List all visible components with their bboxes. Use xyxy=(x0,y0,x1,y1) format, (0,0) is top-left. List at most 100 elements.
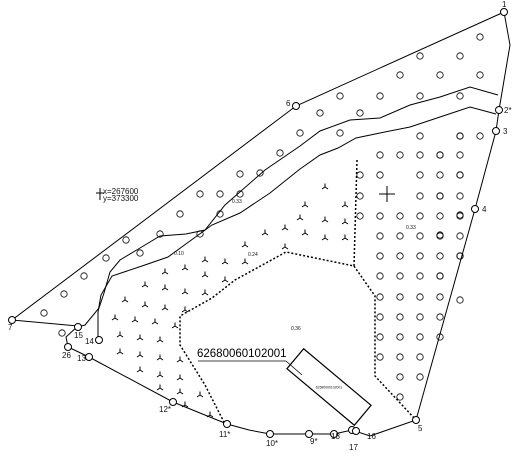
tree-symbol xyxy=(236,170,244,178)
young-tree-symbol xyxy=(301,229,309,236)
tree-symbol xyxy=(456,92,464,100)
young-tree-symbol xyxy=(241,241,249,248)
tree-symbol xyxy=(196,190,204,198)
boundary-point-label: 9* xyxy=(310,437,318,446)
young-trees xyxy=(111,183,349,418)
tree-symbol xyxy=(416,232,424,240)
young-tree-symbol xyxy=(221,276,229,283)
tree-symbol xyxy=(216,190,224,198)
area-label-left: 0.33 xyxy=(232,199,242,205)
tree-symbol xyxy=(436,171,444,179)
boundary-point-label: 1 xyxy=(502,0,507,9)
young-tree-symbol xyxy=(156,336,164,343)
tree-symbol xyxy=(58,329,66,337)
boundary-point-label: 16 xyxy=(367,432,376,441)
young-tree-symbol xyxy=(111,314,119,321)
tree-symbol xyxy=(396,71,404,79)
young-tree-symbol xyxy=(341,218,349,225)
tree-symbol xyxy=(376,92,384,100)
young-tree-symbol xyxy=(136,334,144,341)
tree-symbol xyxy=(416,333,424,341)
young-tree-symbol xyxy=(196,391,204,398)
cadastral-number: 62680060102001 xyxy=(197,348,287,360)
tree-symbol xyxy=(136,249,144,257)
tree-symbol xyxy=(376,252,384,260)
parcel-outline xyxy=(10,11,511,437)
young-tree-symbol xyxy=(281,243,289,250)
tree-symbol xyxy=(456,132,464,140)
young-tree-symbol xyxy=(181,288,189,295)
tree-symbol xyxy=(80,272,88,280)
boundary-point-12* xyxy=(169,398,177,406)
young-tree-symbol xyxy=(161,304,169,311)
tree-symbol xyxy=(436,151,444,159)
area-label-center: 0.36 xyxy=(291,326,301,332)
tree-symbol xyxy=(336,92,344,100)
boundary-point-label: 2* xyxy=(504,106,512,115)
coord-x-label: x=267600 xyxy=(103,187,139,196)
boundary-point-label: 11* xyxy=(219,430,230,439)
boundary-point-16 xyxy=(352,427,360,435)
cadastral-leader-line-2 xyxy=(285,360,303,376)
boundary-point-label: 6 xyxy=(286,99,291,108)
young-tree-symbol xyxy=(321,216,329,223)
tree-symbol xyxy=(416,151,424,159)
orchard-left xyxy=(40,33,484,337)
building-outline xyxy=(286,347,372,427)
young-tree-symbol xyxy=(281,224,289,231)
young-tree-symbol xyxy=(176,388,184,395)
tree-symbol xyxy=(436,192,444,200)
tree-symbol xyxy=(122,236,130,244)
tree-symbol xyxy=(396,212,404,220)
young-tree-symbol xyxy=(116,331,124,338)
tree-symbol xyxy=(236,190,244,198)
tree-symbol xyxy=(276,149,284,157)
young-tree-symbol xyxy=(321,183,329,190)
tree-symbol xyxy=(356,192,364,200)
young-tree-symbol xyxy=(156,371,164,378)
boundary-point-label: 15 xyxy=(74,331,83,340)
boundary-point-18 xyxy=(330,430,338,438)
tree-symbol xyxy=(156,230,164,238)
young-tree-symbol xyxy=(176,374,184,381)
tree-symbol xyxy=(416,212,424,220)
young-tree-symbol xyxy=(321,234,329,241)
tree-symbol xyxy=(416,252,424,260)
young-tree-symbol xyxy=(301,201,309,208)
tree-symbol xyxy=(376,212,384,220)
young-tree-symbol xyxy=(201,256,209,263)
boundary-point-5 xyxy=(412,416,420,424)
tree-symbol xyxy=(436,272,444,280)
young-tree-symbol xyxy=(161,268,169,275)
tree-symbol xyxy=(396,313,404,321)
boundary-point-label: 12* xyxy=(159,405,171,414)
young-tree-symbol xyxy=(261,229,269,236)
young-tree-symbol xyxy=(221,258,229,265)
tree-symbol xyxy=(416,272,424,280)
tree-symbol xyxy=(416,353,424,361)
tree-symbol xyxy=(436,232,444,240)
young-tree-symbol xyxy=(201,289,209,296)
tree-symbol xyxy=(456,232,464,240)
tree-symbol xyxy=(396,272,404,280)
boundary-point-label: 7 xyxy=(8,323,13,332)
tree-symbol xyxy=(256,169,264,177)
tree-symbol xyxy=(456,252,464,260)
tree-symbol xyxy=(316,109,324,117)
tree-symbol xyxy=(436,212,444,220)
orchard-right xyxy=(356,132,484,401)
boundary-point-label: 14 xyxy=(85,337,94,346)
tree-symbol xyxy=(336,129,344,137)
boundary-point-10* xyxy=(266,430,274,438)
coordinate-cross-right xyxy=(379,186,395,202)
tree-symbol xyxy=(456,212,464,220)
boundary-point-2* xyxy=(495,106,503,114)
young-tree-symbol xyxy=(156,384,164,391)
tree-symbol xyxy=(416,52,424,60)
boundary-point-label: 4 xyxy=(482,205,487,214)
tree-symbol xyxy=(376,232,384,240)
tree-symbol xyxy=(456,192,464,200)
boundary-point-6 xyxy=(292,102,300,110)
young-tree-symbol xyxy=(141,301,149,308)
